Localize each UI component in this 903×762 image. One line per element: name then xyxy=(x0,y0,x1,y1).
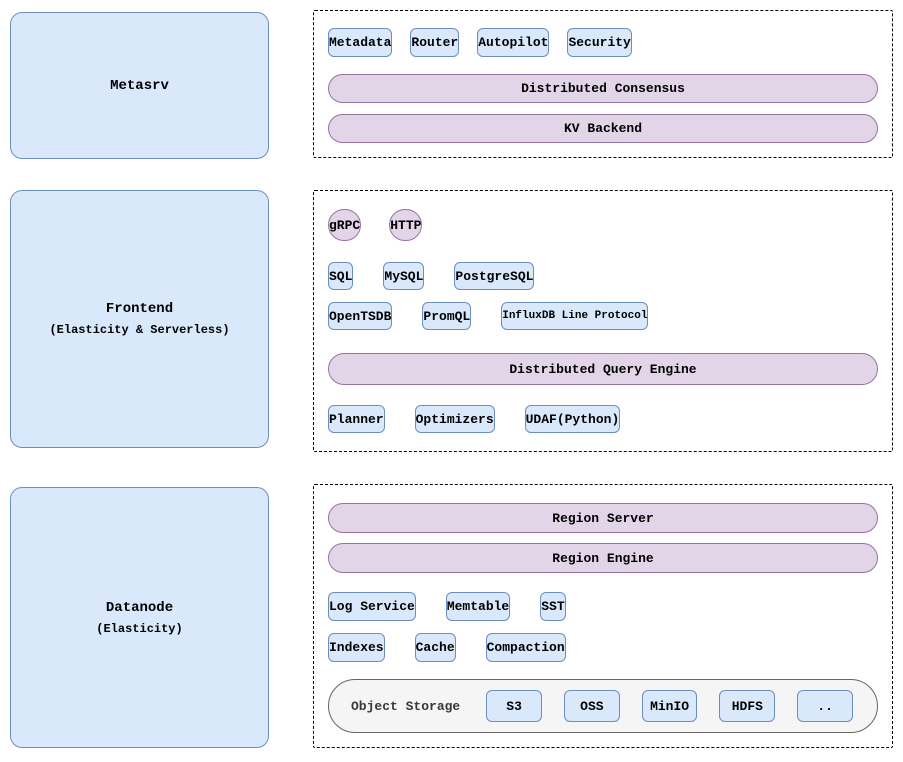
node-security: Security xyxy=(567,28,632,57)
metasrv-node: Metasrv xyxy=(10,12,269,159)
frontend-panel: gRPC HTTP SQL MySQL PostgreSQL OpenTSDB … xyxy=(313,190,893,452)
node-mysql: MySQL xyxy=(383,262,425,290)
object-storage-label: Object Storage xyxy=(351,698,461,714)
node-postgresql: PostgreSQL xyxy=(454,262,535,290)
node-memtable: Memtable xyxy=(445,592,511,621)
metasrv-title: Metasrv xyxy=(110,77,169,94)
datanode-title: Datanode xyxy=(105,599,174,616)
frontend-node: Frontend (Elasticity & Serverless) xyxy=(10,190,269,448)
node-distributed-consensus: Distributed Consensus xyxy=(328,74,878,103)
datanode-node: Datanode (Elasticity) xyxy=(10,487,269,748)
object-storage-group: Object Storage S3 OSS MinIO HDFS .. xyxy=(328,679,878,733)
node-grpc: gRPC xyxy=(328,209,362,241)
metasrv-panel: Metadata Router Autopilot Security Distr… xyxy=(313,10,893,158)
node-indexes: Indexes xyxy=(328,633,385,662)
datanode-panel: Region Server Region Engine Log Service … xyxy=(313,484,893,748)
node-oss: OSS xyxy=(563,690,620,722)
node-promql: PromQL xyxy=(422,302,472,330)
metasrv-components-row: Metadata Router Autopilot Security xyxy=(328,28,878,57)
node-kv-backend: KV Backend xyxy=(328,114,878,143)
node-router: Router xyxy=(410,28,460,57)
node-http: HTTP xyxy=(389,209,423,241)
node-metadata: Metadata xyxy=(328,28,393,57)
node-minio: MinIO xyxy=(641,690,698,722)
node-s3: S3 xyxy=(486,690,542,722)
node-cache: Cache xyxy=(414,633,456,662)
node-hdfs: HDFS xyxy=(719,690,776,722)
datanode-components-row1: Log Service Memtable SST xyxy=(328,592,878,621)
node-optimizers: Optimizers xyxy=(414,405,495,433)
node-region-engine: Region Engine xyxy=(328,543,878,573)
datanode-components-row2: Indexes Cache Compaction xyxy=(328,633,878,662)
node-distributed-query-engine: Distributed Query Engine xyxy=(328,353,878,385)
node-compaction: Compaction xyxy=(485,633,566,662)
object-storage-backends: S3 OSS MinIO HDFS .. xyxy=(486,690,853,722)
node-opentsdb: OpenTSDB xyxy=(328,302,393,330)
node-autopilot: Autopilot xyxy=(477,28,550,57)
node-sst: SST xyxy=(540,592,566,621)
frontend-title: Frontend xyxy=(105,301,174,317)
node-sql: SQL xyxy=(328,262,354,290)
node-planner: Planner xyxy=(328,405,385,433)
node-log-service: Log Service xyxy=(328,592,416,621)
node-region-server: Region Server xyxy=(328,503,878,533)
frontend-protocols-row1: SQL MySQL PostgreSQL xyxy=(328,262,878,290)
node-influxdb-line-protocol: InfluxDB Line Protocol xyxy=(501,302,649,330)
frontend-protocols-row2: OpenTSDB PromQL InfluxDB Line Protocol xyxy=(328,302,878,330)
node-other-storage: .. xyxy=(797,690,853,722)
frontend-engine-row: Planner Optimizers UDAF(Python) xyxy=(328,405,878,433)
datanode-subtitle: (Elasticity) xyxy=(96,621,183,636)
node-udaf-python: UDAF(Python) xyxy=(524,405,621,433)
frontend-transport-row: gRPC HTTP xyxy=(328,209,878,241)
frontend-subtitle: (Elasticity & Serverless) xyxy=(49,323,230,337)
